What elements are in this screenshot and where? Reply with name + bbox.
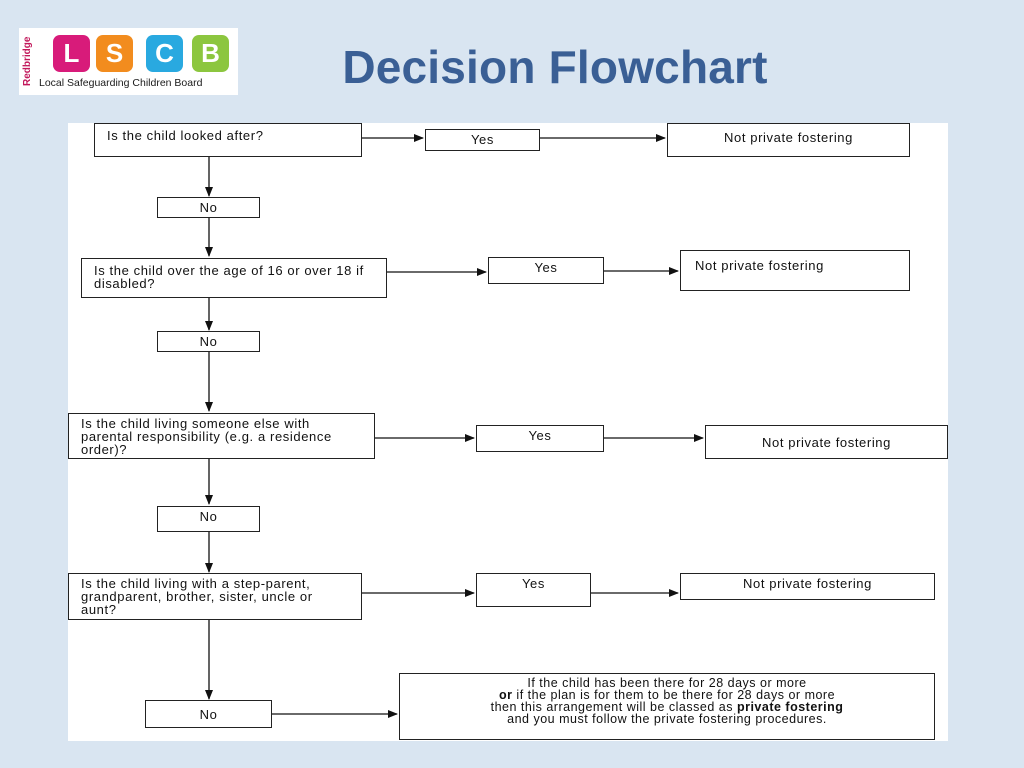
yes-box-3: Yes — [476, 425, 604, 452]
logo-subtitle: Local Safeguarding Children Board — [39, 77, 203, 89]
no-box-1: No — [157, 197, 260, 218]
final-line-2-rest: if the plan is for them to be there for … — [512, 688, 836, 702]
logo-side-text: Redbridge — [22, 36, 33, 86]
logo-tile-b: B — [192, 35, 229, 72]
logo-tile-s: S — [96, 35, 133, 72]
question-box-3: Is the child living someone else with pa… — [68, 413, 375, 459]
no-box-3: No — [157, 506, 260, 532]
result-box-4: Not private fostering — [680, 573, 935, 600]
yes-box-4: Yes — [476, 573, 591, 607]
final-line-3-bold: private fostering — [736, 700, 844, 714]
yes-box-2: Yes — [488, 257, 604, 284]
question-box-1: Is the child looked after? — [94, 123, 362, 157]
yes-box-1: Yes — [425, 129, 540, 151]
question-box-2: Is the child over the age of 16 or over … — [81, 258, 387, 298]
final-line-1: If the child has been there for 28 days … — [527, 676, 807, 690]
flowchart-connectors — [205, 134, 704, 718]
final-line-3-prefix: then this arrangement will be classed as — [490, 700, 737, 714]
result-box-3: Not private fostering — [705, 425, 948, 459]
result-box-2: Not private fostering — [680, 250, 910, 291]
logo-tile-l: L — [53, 35, 90, 72]
final-line-2: or if the plan is for them to be there f… — [400, 688, 934, 702]
no-box-2: No — [157, 331, 260, 352]
decision-flowchart: Is the child looked after? Yes Not priva… — [68, 123, 948, 741]
no-box-4: No — [145, 700, 272, 728]
final-outcome-box: If the child has been there for 28 days … — [399, 673, 935, 740]
lscb-logo: Redbridge L S C B Local Safeguarding Chi… — [19, 28, 238, 95]
logo-tile-c: C — [146, 35, 183, 72]
final-line-4: and you must follow the private fosterin… — [507, 712, 827, 726]
final-line-2-bold: or — [498, 688, 513, 702]
question-box-4: Is the child living with a step-parent, … — [68, 573, 362, 620]
result-box-1: Not private fostering — [667, 123, 910, 157]
final-line-3: then this arrangement will be classed as… — [400, 700, 934, 714]
page-title: Decision Flowchart — [342, 41, 768, 93]
